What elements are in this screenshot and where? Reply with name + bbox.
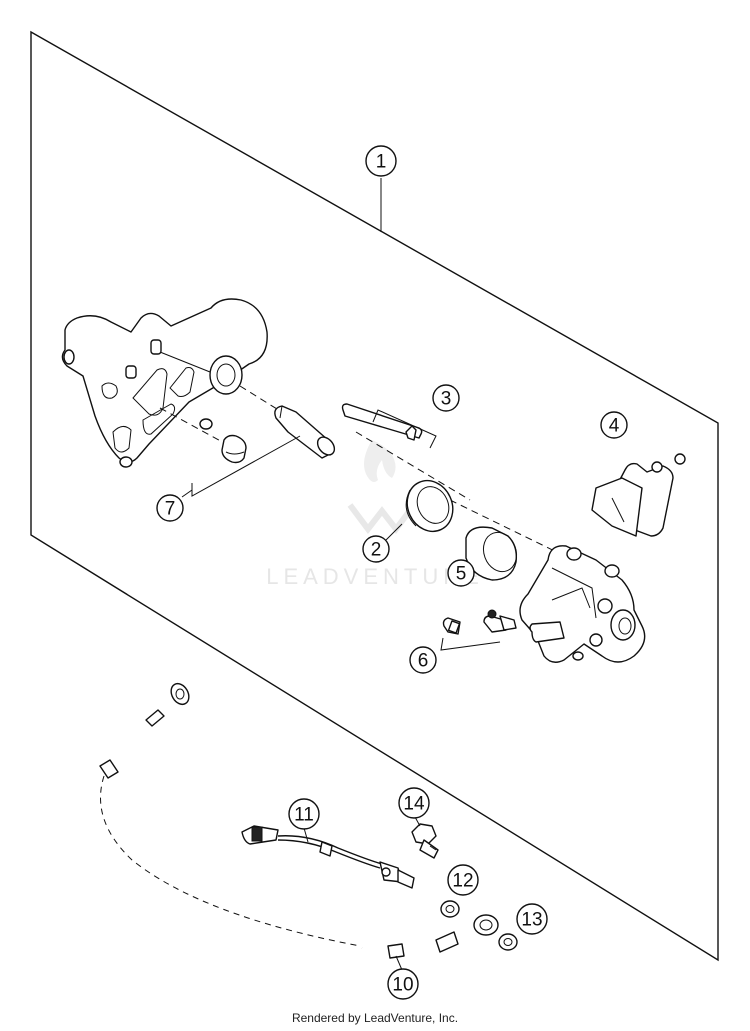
- footer-credit: Rendered by LeadVenture, Inc.: [291, 1011, 459, 1025]
- callout-6: 6: [409, 646, 437, 674]
- callout-3-label: 3: [441, 389, 452, 410]
- callout-10-label: 10: [392, 975, 413, 996]
- callout-14-label: 14: [403, 794, 425, 815]
- kit-frame: [30, 30, 719, 962]
- caliper-body: [519, 545, 646, 663]
- callout-4-label: 4: [609, 416, 620, 437]
- callout-2-label: 2: [371, 540, 382, 561]
- copper-washer-13: [498, 933, 518, 951]
- seal-ring: [405, 479, 454, 533]
- callout-7-label: 7: [165, 499, 176, 520]
- slide-pin: [274, 405, 336, 459]
- callout-12: 12: [447, 864, 479, 896]
- callout-5: 5: [447, 559, 475, 587]
- callout-13-label: 13: [521, 910, 542, 931]
- callout-12-label: 12: [452, 871, 473, 892]
- callout-14: 14: [398, 787, 430, 827]
- callout-11: 11: [288, 798, 320, 843]
- brake-pads: [591, 453, 686, 537]
- callout-6-label: 6: [418, 651, 429, 672]
- callout-3: 3: [432, 384, 460, 412]
- banjo-bolt: [411, 823, 439, 859]
- brake-light-switch: [241, 825, 415, 889]
- watermark-text: LEADVENTURE: [266, 564, 484, 589]
- copper-washer-12: [440, 900, 460, 918]
- callout-5-label: 5: [456, 564, 467, 585]
- callout-4: 4: [600, 411, 628, 439]
- callout-1-label: 1: [376, 152, 387, 173]
- brake-line: [99, 682, 499, 959]
- callout-10: 10: [387, 955, 419, 1000]
- watermark: LEADVENTURE: [266, 440, 484, 589]
- callout-13: 13: [516, 903, 548, 935]
- callout-1: 1: [365, 145, 397, 177]
- caliper-bracket: [61, 298, 268, 468]
- bleed-fittings: [442, 609, 517, 635]
- callout-2: 2: [362, 535, 390, 563]
- callout-7: 7: [156, 494, 184, 522]
- piston: [465, 526, 518, 581]
- pad-pin: [341, 403, 423, 441]
- rubber-boot: [221, 434, 247, 464]
- callout-11-label: 11: [294, 805, 314, 826]
